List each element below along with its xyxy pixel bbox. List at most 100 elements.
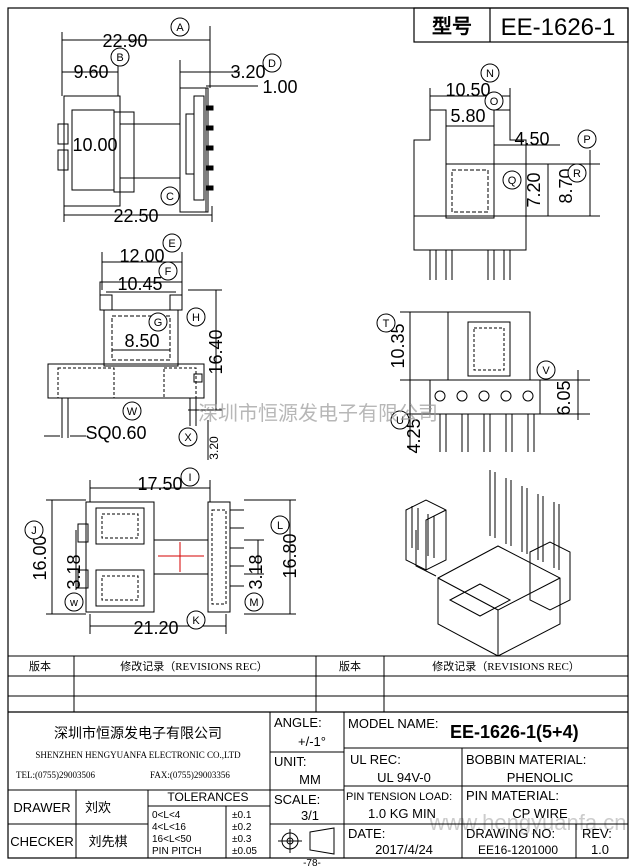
ref-circle-I (180, 467, 200, 487)
company-tel: TEL:(0755)29003506 (16, 770, 95, 780)
tolerance-value: ±0.1 (232, 810, 252, 821)
ref-circle-H (186, 307, 206, 327)
tolerance-range: 4<L<16 (152, 822, 186, 833)
drawing-no-label: DRAWING NO: (466, 826, 555, 841)
ref-circle-K (186, 610, 206, 630)
header-model: EE-1626-1 (501, 14, 616, 41)
dim-A-value: 22.90 (102, 31, 147, 51)
dim-N-value: 10.50 (445, 80, 490, 100)
company-name-en: SHENZHEN HENGYUANFA ELECTRONIC CO.,LTD (35, 750, 241, 760)
date-label: DATE: (348, 826, 385, 841)
dim-U-value: 4.25 (404, 418, 424, 453)
rev-label: REV: (582, 826, 612, 841)
ref-circle-F (158, 261, 178, 281)
ref-letter-M: M (249, 597, 258, 609)
unit-value: MM (299, 772, 321, 787)
dim-w2-value: 3.18 (64, 554, 84, 589)
rev-col-record-1: 修改记录（REVISIONS REC） (120, 659, 268, 673)
ref-letter-w: w (69, 597, 78, 609)
bobbin-material-value: PHENOLIC (507, 770, 573, 785)
ref-circle-E (162, 233, 182, 253)
angle-value: +/-1° (298, 734, 326, 749)
ref-letter-C: C (166, 191, 174, 203)
header-model-box: 型号 EE-1626-1 (413, 7, 629, 43)
dim-K-value: 21.20 (133, 618, 178, 638)
ref-letter-U: U (396, 415, 404, 427)
rev-col-version-1: 版本 (29, 659, 51, 673)
pin-material-value: CP WIRE (512, 806, 568, 821)
dim-G-value: 8.50 (124, 331, 159, 351)
watermark-company: 深圳市恒源发电子有限公司 (198, 401, 438, 425)
projection-symbol (278, 827, 335, 855)
ref-letter-D: D (268, 58, 276, 70)
type-label: 型号 (432, 15, 472, 38)
ref-letter-H: H (192, 312, 200, 324)
ref-circle-Q (502, 170, 522, 190)
ref-circle-J (24, 520, 44, 540)
tolerance-value: ±0.3 (232, 834, 252, 845)
unit-label: UNIT: (274, 754, 307, 769)
drawing-no-value: EE16-1201000 (478, 843, 558, 857)
ref-circle-U (390, 410, 410, 430)
ref-letter-G: G (154, 317, 163, 329)
dim-J-value: 16.00 (30, 535, 50, 580)
ref-circle-w (64, 592, 84, 612)
ref-letter-L: L (277, 520, 283, 532)
front-view (57, 26, 258, 222)
dim-P-value: 4.50 (514, 129, 549, 149)
dim-B-value: 9.60 (73, 62, 108, 82)
scale-label: SCALE: (274, 792, 320, 807)
dim-D-value: 3.20 (230, 62, 265, 82)
company-name-cn: 深圳市恒源发电子有限公司 (54, 725, 222, 742)
sheet-border (7, 7, 629, 859)
revision-table (8, 655, 628, 713)
checker-label: CHECKER (10, 834, 74, 849)
ref-circle-W (122, 401, 142, 421)
dim-L-value: 16.80 (280, 533, 300, 578)
tolerance-range: 16<L<50 (152, 834, 192, 845)
middle-left-view (44, 252, 222, 460)
ref-circle-D (262, 53, 282, 73)
pin-material-label: PIN MATERIAL: (466, 788, 559, 803)
dim-body-height-value: 10.00 (72, 135, 117, 155)
ref-circle-T (376, 313, 396, 333)
drawer-value: 刘欢 (85, 800, 111, 815)
ref-circle-G (148, 312, 168, 332)
model-name-value: EE-1626-1(5+4) (450, 722, 579, 742)
ref-letter-P: P (583, 134, 590, 146)
ref-circle-R (567, 163, 587, 183)
ul-rec-label: UL REC: (350, 752, 401, 767)
page-mark: -78- (303, 858, 321, 866)
pin-tension-label: PIN TENSION LOAD: (346, 791, 452, 803)
ref-circle-P (577, 129, 597, 149)
ref-circle-O (484, 91, 504, 111)
ul-rec-value: UL 94V-0 (377, 770, 431, 785)
ref-letter-J: J (31, 525, 37, 537)
side-view (413, 88, 600, 280)
middle-right-view (400, 311, 590, 452)
ref-circle-M (244, 592, 264, 612)
dim-E-value: 12.00 (119, 246, 164, 266)
ref-letter-O: O (490, 96, 499, 108)
company-fax: FAX:(0755)29003356 (150, 770, 230, 780)
ref-circle-L (270, 515, 290, 535)
model-name-label: MODEL NAME: (348, 716, 439, 731)
ref-letter-K: K (192, 615, 200, 627)
dim-D2-value: 1.00 (262, 77, 297, 97)
date-value: 2017/4/24 (375, 842, 433, 857)
dim-Q-value: 7.20 (524, 172, 544, 207)
pin-tension-value: 1.0 KG MIN (368, 806, 436, 821)
dim-X-value: 3.20 (207, 436, 221, 460)
rev-value: 1.0 (591, 842, 609, 857)
dim-I-value: 17.50 (137, 474, 182, 494)
isometric-view (405, 470, 571, 657)
ref-letter-R: R (573, 168, 581, 180)
drawer-label: DRAWER (13, 800, 70, 815)
rev-col-record-2: 修改记录（REVISIONS REC） (432, 659, 580, 673)
ref-circle-N (480, 63, 500, 83)
ref-letter-N: N (486, 68, 494, 80)
tolerance-range: 0<L<4 (152, 810, 181, 821)
